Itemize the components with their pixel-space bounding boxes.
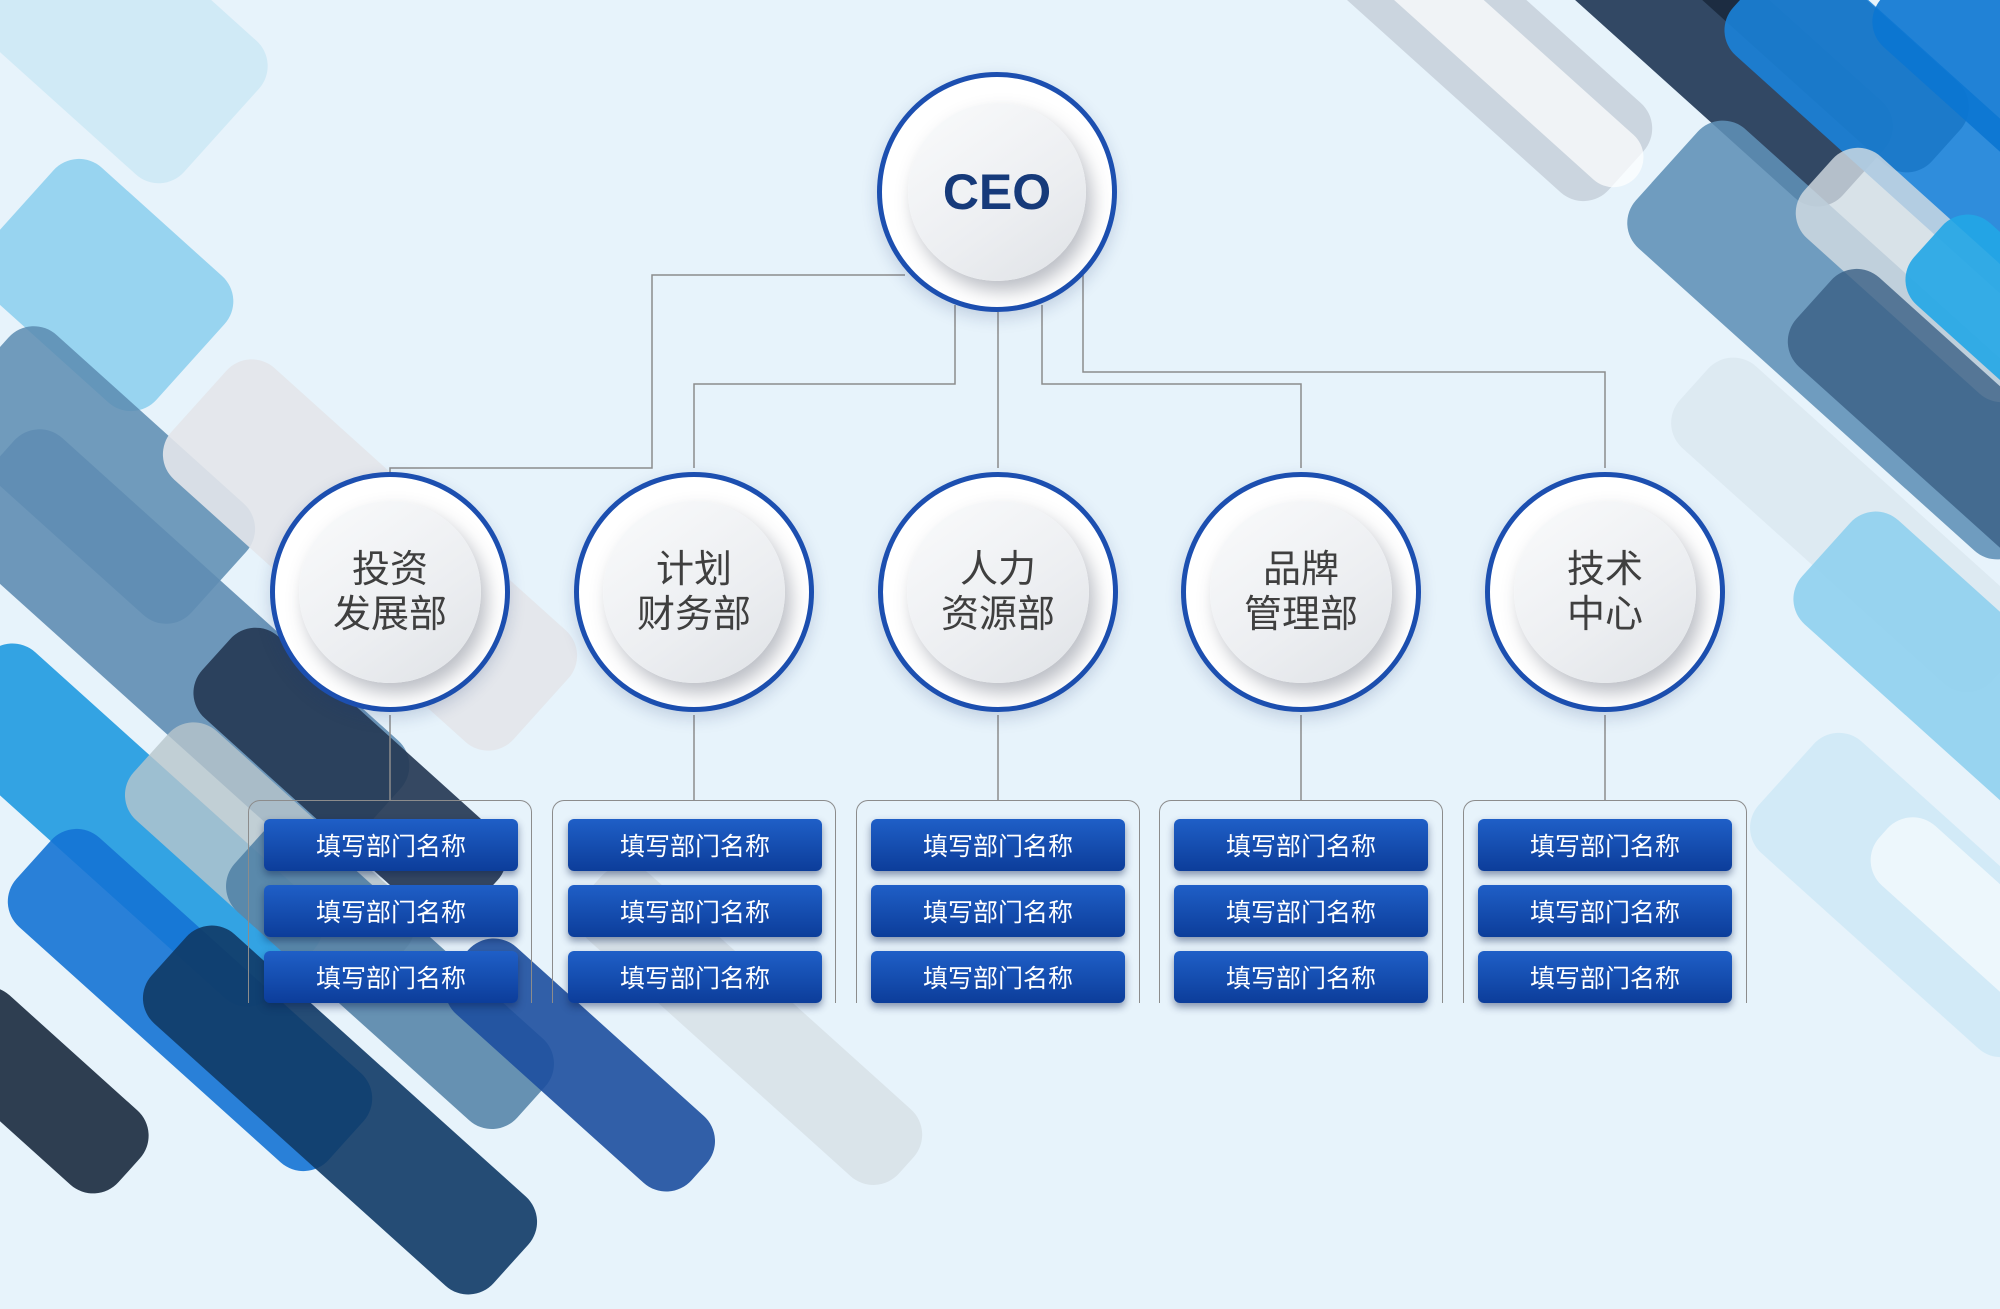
department-label: 投资 发展部	[332, 547, 447, 636]
subunit-box: 填写部门名称	[1174, 885, 1428, 937]
subunit-box: 填写部门名称	[1174, 819, 1428, 871]
department-label: 人力 资源部	[940, 547, 1055, 636]
department-node-inner: 品牌 管理部	[1210, 501, 1392, 683]
subunit-box: 填写部门名称	[568, 885, 822, 937]
subunit-group-bracket-3	[856, 800, 1140, 1003]
subunit-group-bracket-2	[552, 800, 836, 1003]
department-node-inner: 投资 发展部	[299, 501, 481, 683]
connector-ceo-dept-2	[693, 305, 956, 468]
subunit-group-bracket-5	[1463, 800, 1747, 1003]
department-node-3: 人力 资源部	[878, 472, 1118, 712]
connector-ceo-dept-4	[1041, 305, 1302, 468]
ceo-node-inner: CEO	[908, 103, 1086, 281]
department-node-1: 投资 发展部	[270, 472, 510, 712]
department-label: 计划 财务部	[636, 547, 751, 636]
subunit-box: 填写部门名称	[1174, 951, 1428, 1003]
ceo-label: CEO	[942, 163, 1052, 220]
subunit-box: 填写部门名称	[568, 951, 822, 1003]
subunit-group-bracket-1	[248, 800, 532, 1003]
department-node-inner: 人力 资源部	[907, 501, 1089, 683]
ceo-node: CEO	[877, 72, 1117, 312]
department-label: 品牌 管理部	[1243, 547, 1358, 636]
department-label: 技术 中心	[1566, 547, 1643, 636]
subunit-box: 填写部门名称	[1478, 819, 1732, 871]
department-node-5: 技术 中心	[1485, 472, 1725, 712]
department-node-inner: 技术 中心	[1514, 501, 1696, 683]
subunit-box: 填写部门名称	[568, 819, 822, 871]
subunit-box: 填写部门名称	[871, 819, 1125, 871]
subunit-group-bracket-4	[1159, 800, 1443, 1003]
subunit-box: 填写部门名称	[1478, 885, 1732, 937]
subunit-box: 填写部门名称	[264, 951, 518, 1003]
subunit-box: 填写部门名称	[871, 951, 1125, 1003]
subunit-box: 填写部门名称	[1478, 951, 1732, 1003]
connector-ceo-dept-5	[1082, 275, 1606, 468]
department-node-inner: 计划 财务部	[603, 501, 785, 683]
department-node-4: 品牌 管理部	[1181, 472, 1421, 712]
department-node-2: 计划 财务部	[574, 472, 814, 712]
subunit-box: 填写部门名称	[264, 885, 518, 937]
connector-ceo-dept-1	[389, 274, 905, 480]
subunit-box: 填写部门名称	[871, 885, 1125, 937]
subunit-box: 填写部门名称	[264, 819, 518, 871]
